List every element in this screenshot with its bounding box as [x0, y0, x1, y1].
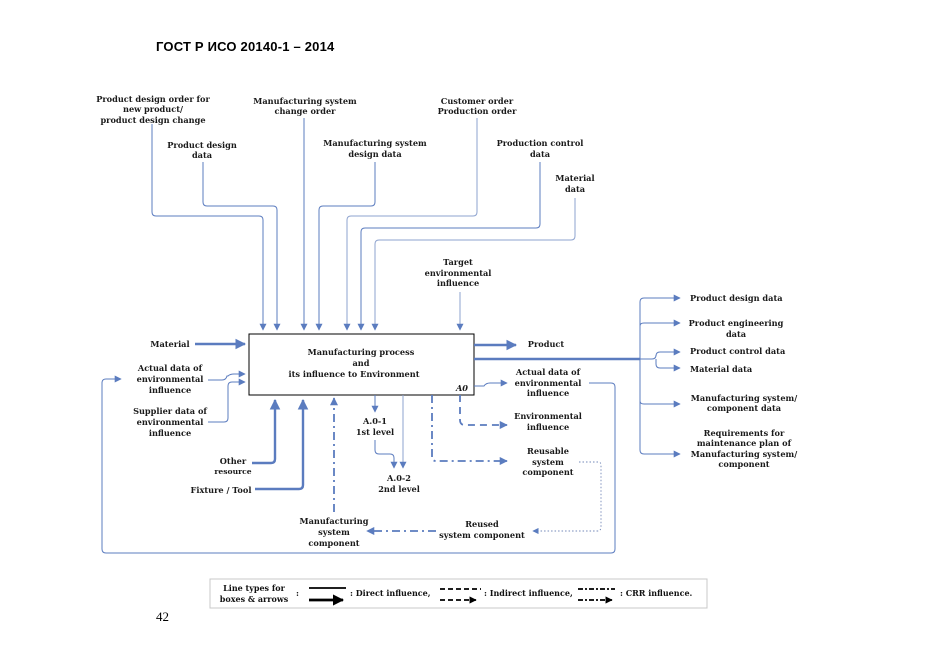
- label-msdd-2: design data: [348, 149, 402, 159]
- label-target-1: Target: [443, 257, 473, 267]
- label-pcd-1: Production control: [497, 138, 584, 148]
- arrow-a01-to-a02: [374, 440, 398, 469]
- process-title-1: Manufacturing process: [308, 347, 415, 357]
- arrow-production-control-data: [357, 162, 541, 331]
- label-env-1: Environmental: [514, 411, 582, 421]
- label-other-1: Other: [220, 456, 247, 466]
- label-pdo-2: new product/: [123, 104, 183, 114]
- output-data-labels: Product design data Product engineering …: [689, 293, 798, 469]
- label-pcd-2: data: [530, 149, 551, 159]
- label-fixture-tool: Fixture / Tool: [191, 485, 252, 495]
- label-od-req-4: component: [718, 459, 769, 469]
- label-pdd-1: Product design: [167, 140, 237, 150]
- label-env-2: influence: [527, 422, 569, 432]
- legend-crr: : CRR influence.: [620, 588, 693, 598]
- label-actual-out-3: influence: [527, 388, 569, 398]
- label-reusable-2: system: [532, 457, 564, 467]
- feedback-loop: [101, 375, 616, 554]
- decomposition-arrows: [371, 395, 407, 469]
- label-co-2: Production order: [438, 106, 517, 116]
- arrow-env-influence: [459, 395, 508, 430]
- arrow-reusable-component: [431, 395, 508, 466]
- legend-colon: :: [296, 588, 299, 598]
- label-od-pcd: Product control data: [690, 346, 786, 356]
- label-actual-in-2: environmental: [137, 374, 204, 384]
- output-data-arrows: [639, 294, 681, 458]
- label-target-3: influence: [437, 278, 479, 288]
- label-od-msc-2: component data: [707, 403, 782, 413]
- arrow-supplier-env-input: [208, 378, 246, 423]
- input-arrows: [195, 338, 247, 423]
- arrow-ms-design-data: [315, 162, 376, 331]
- arrow-actual-env-output: [474, 379, 508, 387]
- input-labels: Material Actual data of environmental in…: [133, 339, 207, 438]
- process-box: Manufacturing process and its influence …: [248, 333, 475, 396]
- label-od-msc-1: Manufacturing system/: [691, 393, 797, 403]
- output-arrows: [101, 339, 640, 554]
- label-reusable-3: component: [522, 467, 573, 477]
- label-pdd-2: data: [192, 150, 213, 160]
- label-msco-1: Manufacturing system: [253, 96, 357, 106]
- label-msco-2: change order: [274, 106, 336, 116]
- label-product: Product: [528, 339, 565, 349]
- label-a02-2: 2nd level: [378, 484, 420, 494]
- process-node-id: A0: [455, 383, 468, 393]
- label-actual-out-1: Actual data of: [515, 367, 581, 377]
- label-material-input: Material: [150, 339, 189, 349]
- decomposition-labels: A.0-1 1st level A.0-2 2nd level: [356, 416, 420, 494]
- label-target-2: environmental: [425, 268, 492, 278]
- label-pdo-3: product design change: [100, 115, 205, 125]
- legend: Line types for boxes & arrows : : Direct…: [209, 578, 708, 609]
- arrow-fixture-tool: [255, 398, 309, 491]
- output-labels: Product Actual data of environmental inf…: [439, 339, 582, 540]
- control-arrows: [151, 118, 576, 331]
- label-msc-1: Manufacturing: [300, 516, 369, 526]
- label-supplier-2: environmental: [137, 417, 204, 427]
- label-od-ped-2: data: [726, 329, 747, 339]
- label-reusable-1: Reusable: [527, 446, 569, 456]
- arrow-other-resource: [252, 398, 281, 465]
- label-supplier-1: Supplier data of: [133, 406, 207, 416]
- label-actual-in-1: Actual data of: [137, 363, 203, 373]
- label-msc-3: component: [308, 538, 359, 548]
- label-msdd-1: Manufacturing system: [323, 138, 427, 148]
- page-header: ГОСТ Р ИСО 20140-1 – 2014: [156, 39, 335, 54]
- process-title-2: and: [353, 358, 370, 368]
- label-od-req-2: maintenance plan of: [697, 438, 792, 448]
- label-reused-2: system component: [439, 530, 525, 540]
- arrow-product-design-order: [151, 124, 267, 331]
- mechanism-arrows: [252, 397, 339, 512]
- label-supplier-3: influence: [149, 428, 191, 438]
- label-od-req-3: Manufacturing system/: [691, 449, 797, 459]
- label-actual-out-2: environmental: [515, 378, 582, 388]
- label-a01-2: 1st level: [356, 427, 394, 437]
- control-labels: Product design order for new product/ pr…: [96, 94, 594, 288]
- label-a01-1: A.0-1: [362, 416, 387, 426]
- label-pdo-1: Product design order for: [96, 94, 210, 104]
- legend-title-1: Line types for: [223, 583, 285, 593]
- label-md-1: Material: [555, 173, 594, 183]
- label-od-md: Material data: [690, 364, 753, 374]
- label-od-pdd: Product design data: [690, 293, 783, 303]
- legend-title-2: boxes & arrows: [220, 594, 289, 604]
- label-co-1: Customer order: [441, 96, 514, 106]
- label-msc-2: system: [318, 527, 350, 537]
- label-other-2: resource: [214, 467, 251, 476]
- arrow-actual-env-input: [208, 370, 246, 381]
- mechanism-labels: Other resource Fixture / Tool Manufactur…: [191, 456, 369, 548]
- process-title-3: its influence to Environment: [288, 369, 419, 379]
- label-od-req-1: Requirements for: [704, 428, 785, 438]
- label-a02-1: A.0-2: [386, 473, 411, 483]
- label-actual-in-3: influence: [149, 385, 191, 395]
- legend-indirect: : Indirect influence,: [484, 588, 573, 598]
- arrow-product-design-data: [202, 162, 281, 331]
- label-md-2: data: [565, 184, 586, 194]
- legend-direct: : Direct influence,: [350, 588, 431, 598]
- arrow-material-data: [371, 198, 576, 331]
- label-od-ped-1: Product engineering: [689, 318, 784, 328]
- arrow-customer-order: [343, 118, 478, 331]
- label-reused-1: Reused: [465, 519, 499, 529]
- page-number: 42: [156, 609, 169, 624]
